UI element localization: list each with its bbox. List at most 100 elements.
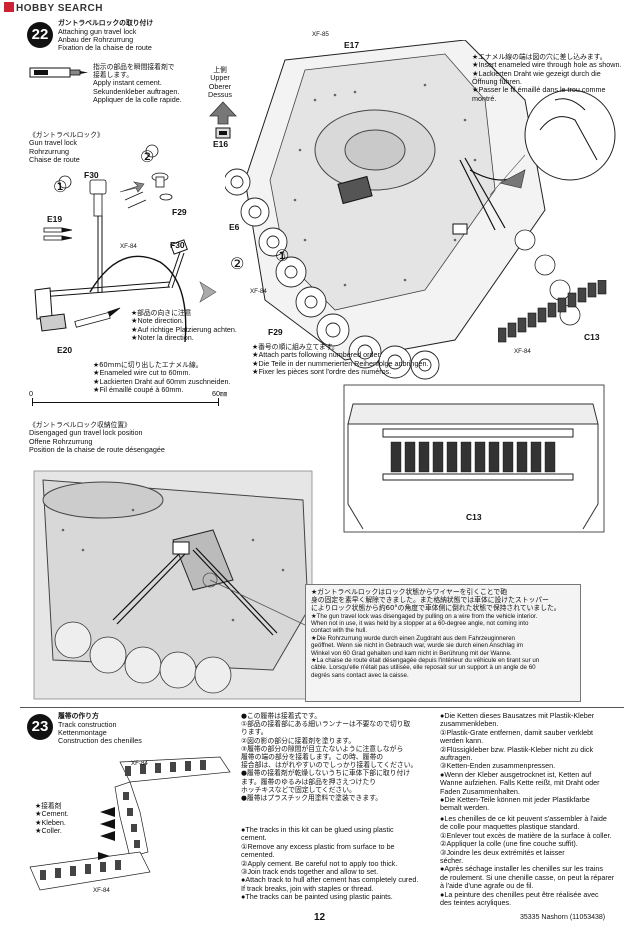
step-23-title-de: Kettenmontage: [58, 728, 107, 737]
track-en-line: ●The tracks in this kit can be glued usi…: [241, 825, 394, 834]
part-e16: E16: [213, 139, 229, 149]
upper-fr: Dessus: [208, 90, 232, 100]
direction-en: ★Note direction.: [131, 316, 184, 326]
circle-2-label-b: ②: [230, 256, 245, 273]
disengaged-note-fr-2: câble. Lorsqu'elle n'était pas utilisée,…: [311, 664, 536, 672]
track-fr-line: de roulement. Si une chenille casse, on …: [440, 872, 615, 882]
track-strip-c13: [498, 280, 607, 343]
disengaged-note-jp-2: 身の固定を素早く解除できました。また格納状態では車体に設けたストッパー: [311, 596, 549, 605]
footer-name: Nashorn: [541, 914, 568, 921]
ruler-end-label: 60㎜: [212, 389, 228, 398]
track-jp-line: 履帯の端の部分を接着します。この時、履帯の: [241, 753, 384, 762]
logo-text: HOBBY SEARCH: [16, 3, 103, 14]
logo-mark-icon: [4, 2, 14, 12]
page-number: 12: [314, 912, 326, 923]
track-glue-note: ★接着剤 ★Cement. ★Kleben. ★Coller.: [35, 802, 69, 835]
paint-xf85: XF-85: [312, 31, 329, 38]
circle-1-label-b: ①: [275, 248, 290, 265]
paint-xf84-track: XF-84: [514, 348, 531, 355]
ruler-tick-end: [218, 398, 219, 406]
step-22-title-fr: Fixation de la chaise de route: [58, 43, 152, 52]
step-22-title-en: Attaching gun travel lock: [58, 27, 137, 36]
logo: HOBBY SEARCH: [4, 2, 103, 14]
track-de-line: Faden Zusammenhalten.: [440, 786, 520, 796]
upper-de: Oberer: [208, 81, 232, 91]
track-fr-line: de colle pour maquettes plastique standa…: [440, 822, 580, 832]
part-e20: E20: [57, 345, 73, 355]
track-jp-line: ります。: [241, 728, 268, 737]
disengaged-note-jp-1: ★ガントラベルロックはロック状態からワイヤーを引くことで砲: [311, 588, 507, 596]
step-22-number: 22: [27, 22, 53, 48]
track-de-line: Wanne aufziehen. Falls Kette reißt, mit …: [440, 778, 600, 788]
order-de: ★Die Teile in der nummerierten Reihenfol…: [252, 358, 429, 368]
disengaged-pointer-line: [202, 572, 306, 626]
track-en-line: ①Remove any excess plastic from surface …: [241, 841, 395, 851]
wire-length-ruler: [33, 402, 219, 403]
disengaged-note-en-2: When not in use, it was held by a stoppe…: [311, 620, 529, 628]
part-f30-upper: F30: [84, 170, 99, 180]
paint-xf84-track-bottom: XF-84: [93, 887, 110, 894]
track-en-line: ②Apply cement. Be careful not to apply t…: [241, 858, 398, 868]
track-jp-line: ③履帯の部分の隙間が目立たないように注意しながら: [241, 744, 404, 753]
paint-xf84-mid: XF-84: [250, 288, 267, 295]
track-en-line: cemented.: [241, 850, 275, 860]
gun-lock-jp: 《ガントラベルロック》: [29, 131, 104, 139]
disengaged-note-en-1: ★The gun travel lock was disengaged by p…: [311, 612, 538, 620]
track-instructions-fr: ●Les chenilles de ce kit peuvent s'assem…: [440, 814, 615, 908]
upper-label: 上側 Upper Oberer Dessus: [208, 66, 232, 99]
wire-en: ★Enameled wire cut to 60mm.: [93, 368, 191, 378]
track-fr-line: ①Enlever tout excès de matière de la sur…: [440, 830, 612, 840]
part-f29-upper: F29: [172, 207, 187, 217]
step-22-title-de: Anbau der Rohrzurrung: [58, 35, 134, 44]
enamel-fr-2: montré.: [472, 93, 497, 103]
track-de-line: auftragen.: [440, 753, 473, 763]
step-23-number: 23: [27, 714, 53, 740]
track-de-line: ②Flüssigkleber bzw. Plastik-Kleber nicht…: [440, 744, 594, 754]
enamel-fr: ★Passer le fil émaillé dans le trou comm…: [472, 85, 606, 95]
track-en-line: If track breaks, join with staples or th…: [241, 883, 374, 893]
track-glue-en: ★Cement.: [35, 809, 69, 819]
disengaged-title-de: Offene Rohrzurrung: [29, 436, 93, 446]
wire-jp: ★60mmに切り出したエナメル線。: [93, 361, 203, 369]
part-c13-upper: C13: [584, 332, 600, 342]
disengaged-note-en-3: contact with the hull.: [311, 627, 368, 635]
track-de-line: ●Die Ketten dieses Bausatzes mit Plastik…: [440, 711, 595, 720]
disengaged-title-fr: Position de la chaise de route désengagé…: [29, 445, 165, 455]
track-de-line: zusammenkleben.: [440, 719, 499, 729]
step-23-title-en: Track construction: [58, 720, 117, 729]
track-de-line: ①Plastik-Grate entfernen, damit sauber v…: [440, 727, 594, 737]
order-en: ★Attach parts following numbered order.: [252, 350, 382, 360]
circle-2-label: ②: [140, 149, 155, 166]
track-instructions-en: ●The tracks in this kit can be glued usi…: [241, 825, 418, 902]
track-de-line: ●Die Ketten-Teile können mit jeder Plast…: [440, 795, 590, 805]
upper-jp: 上側: [213, 66, 227, 74]
disengaged-note-de-3: Winkel von 60 Grad gehalten und kam nich…: [311, 649, 512, 657]
direction-jp: ★部品の向きに注意: [131, 309, 192, 317]
track-jp-line: ①部品の接着部にある細いランナーは不要なので切り取: [241, 720, 411, 729]
direction-note: ★部品の向きに注意 ★Note direction. ★Auf richtige…: [131, 309, 237, 342]
track-fr-line: à l'aide d'une agrafe ou de fil.: [440, 881, 534, 891]
paint-xf84-left: XF-84: [120, 243, 137, 250]
circle-1-label: ①: [53, 179, 68, 196]
wire-fr: ★Fil émaillé coupé à 60mm.: [93, 385, 184, 395]
disengaged-note-de-1: ★Die Rohrzurrung wurde durch einen Zugdr…: [311, 634, 516, 642]
track-en-line: ●The tracks can be painted using plastic…: [241, 892, 393, 902]
glue-jp-1: 指示の部品を瞬間接着剤で: [93, 63, 175, 71]
enamel-jp: ★エナメル線の端は図の穴に差し込みます。: [472, 53, 607, 61]
track-fr-line: des teintes acryliques.: [440, 898, 512, 908]
part-f29-lower: F29: [268, 327, 283, 337]
order-fr: ★Fixer les pièces sont l'ordre des numér…: [252, 367, 392, 377]
track-de-line: bemalt werden.: [440, 803, 490, 813]
direction-de: ★Auf richtige Platzierung achten.: [131, 324, 237, 334]
gun-lock-assembly-diagram: [34, 144, 217, 343]
disengaged-hull-diagram: [33, 470, 313, 700]
track-fr-line: ●Après séchage installer les chenilles s…: [440, 864, 603, 874]
footer-catalog: (11053438): [569, 914, 606, 921]
track-jp-line: ●履帯はプラスチック用塗料で塗装できます。: [241, 794, 383, 803]
disengaged-note: ★ガントラベルロックはロック状態からワイヤーを引くことで砲 身の固定を素早く解除…: [305, 584, 581, 702]
glue-fr: Appliquer de la colle rapide.: [93, 95, 182, 105]
step-22-title-jp: ガントラベルロックの取り付け: [58, 19, 154, 27]
enamel-de: ★Lackierten Draht wie gezeigt durch die: [472, 68, 601, 78]
wire-de: ★Lackierten Draht auf 60mm zuschneiden.: [93, 376, 231, 386]
glue-en: Apply instant cement.: [93, 78, 162, 88]
